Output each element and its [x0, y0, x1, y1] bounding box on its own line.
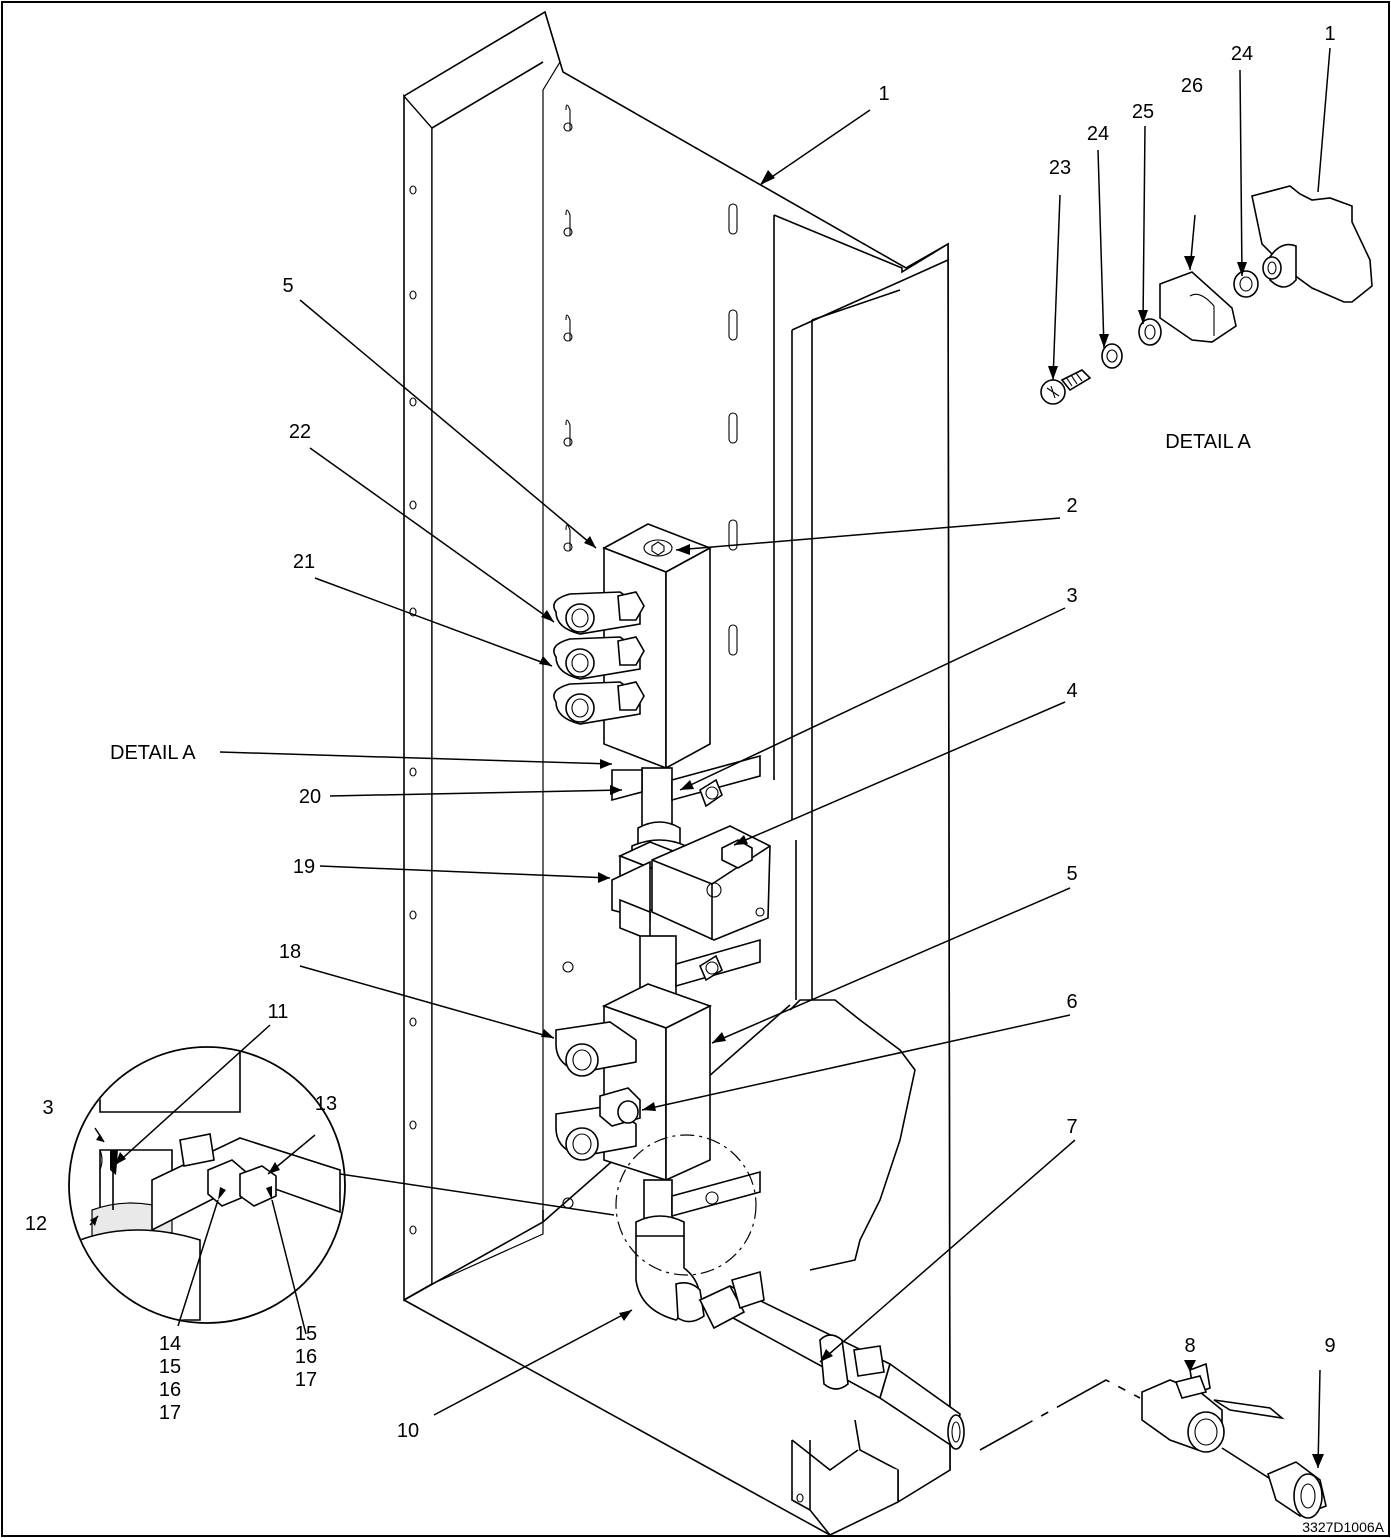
- inset-callout-12: 12: [25, 1213, 47, 1235]
- detail-a-parts: [1040, 185, 1373, 405]
- svg-text:16: 16: [295, 1346, 317, 1368]
- callout-22: 22: [289, 421, 311, 443]
- detail-a-callout-23: 23: [1049, 157, 1071, 179]
- svg-text:16: 16: [159, 1379, 181, 1401]
- callout-2: 2: [1066, 495, 1077, 517]
- callout-5-top: 5: [282, 275, 293, 297]
- svg-text:15: 15: [295, 1323, 317, 1345]
- callout-18: 18: [279, 941, 301, 963]
- inset-callout-stack-14: 14 15 16 17: [159, 1333, 181, 1424]
- callout-21: 21: [293, 551, 315, 573]
- detail-a-callout-26: 26: [1181, 75, 1203, 97]
- detail-a-title: DETAIL A: [1165, 431, 1251, 453]
- clamp-bracket-middle: [675, 938, 761, 988]
- inset-callout-13: 13: [315, 1093, 337, 1115]
- callout-10: 10: [397, 1420, 419, 1442]
- inset-callout-11: 11: [268, 1001, 289, 1023]
- lower-manifold: [601, 983, 713, 1182]
- detail-a-callout-1: 1: [1324, 23, 1335, 45]
- inset-callout-stack-15: 15 16 17: [295, 1323, 317, 1391]
- inset-callout-3: 3: [42, 1097, 53, 1119]
- callout-8: 8: [1184, 1335, 1195, 1357]
- lower-piping: [615, 1134, 965, 1450]
- detail-a-callout-25: 25: [1132, 101, 1154, 123]
- callout-detail-a-ref: DETAIL A: [110, 742, 196, 764]
- callout-19: 19: [293, 856, 315, 878]
- svg-text:17: 17: [295, 1369, 317, 1391]
- callout-5-lower: 5: [1066, 863, 1077, 885]
- callout-3: 3: [1066, 585, 1077, 607]
- svg-text:17: 17: [159, 1402, 181, 1424]
- detail-circle-marker: [615, 1134, 757, 1276]
- callout-labels: 1 5 22 2 21 3 4 DETAIL A 20 19 5 18 6 7 …: [25, 23, 1385, 1535]
- callout-9: 9: [1324, 1335, 1335, 1357]
- detail-a-callout-24b: 24: [1231, 43, 1253, 65]
- solenoid-valve: [611, 825, 771, 1019]
- arrowheads: [90, 170, 1324, 1468]
- callout-1-frame: 1: [878, 83, 889, 105]
- callout-6: 6: [1066, 991, 1077, 1013]
- detail-a-callout-24a: 24: [1087, 123, 1109, 145]
- push-fittings-lower: [555, 1021, 641, 1161]
- frame-channel: [403, 10, 951, 1536]
- ball-valve-assembly: [979, 1362, 1327, 1519]
- push-fittings-upper: [553, 591, 645, 725]
- callout-20: 20: [299, 786, 321, 808]
- svg-text:15: 15: [159, 1356, 181, 1378]
- svg-text:14: 14: [159, 1333, 181, 1355]
- drawing-number: 3327D1006A: [1302, 1519, 1384, 1535]
- callout-4: 4: [1066, 680, 1077, 702]
- callout-7: 7: [1066, 1116, 1077, 1138]
